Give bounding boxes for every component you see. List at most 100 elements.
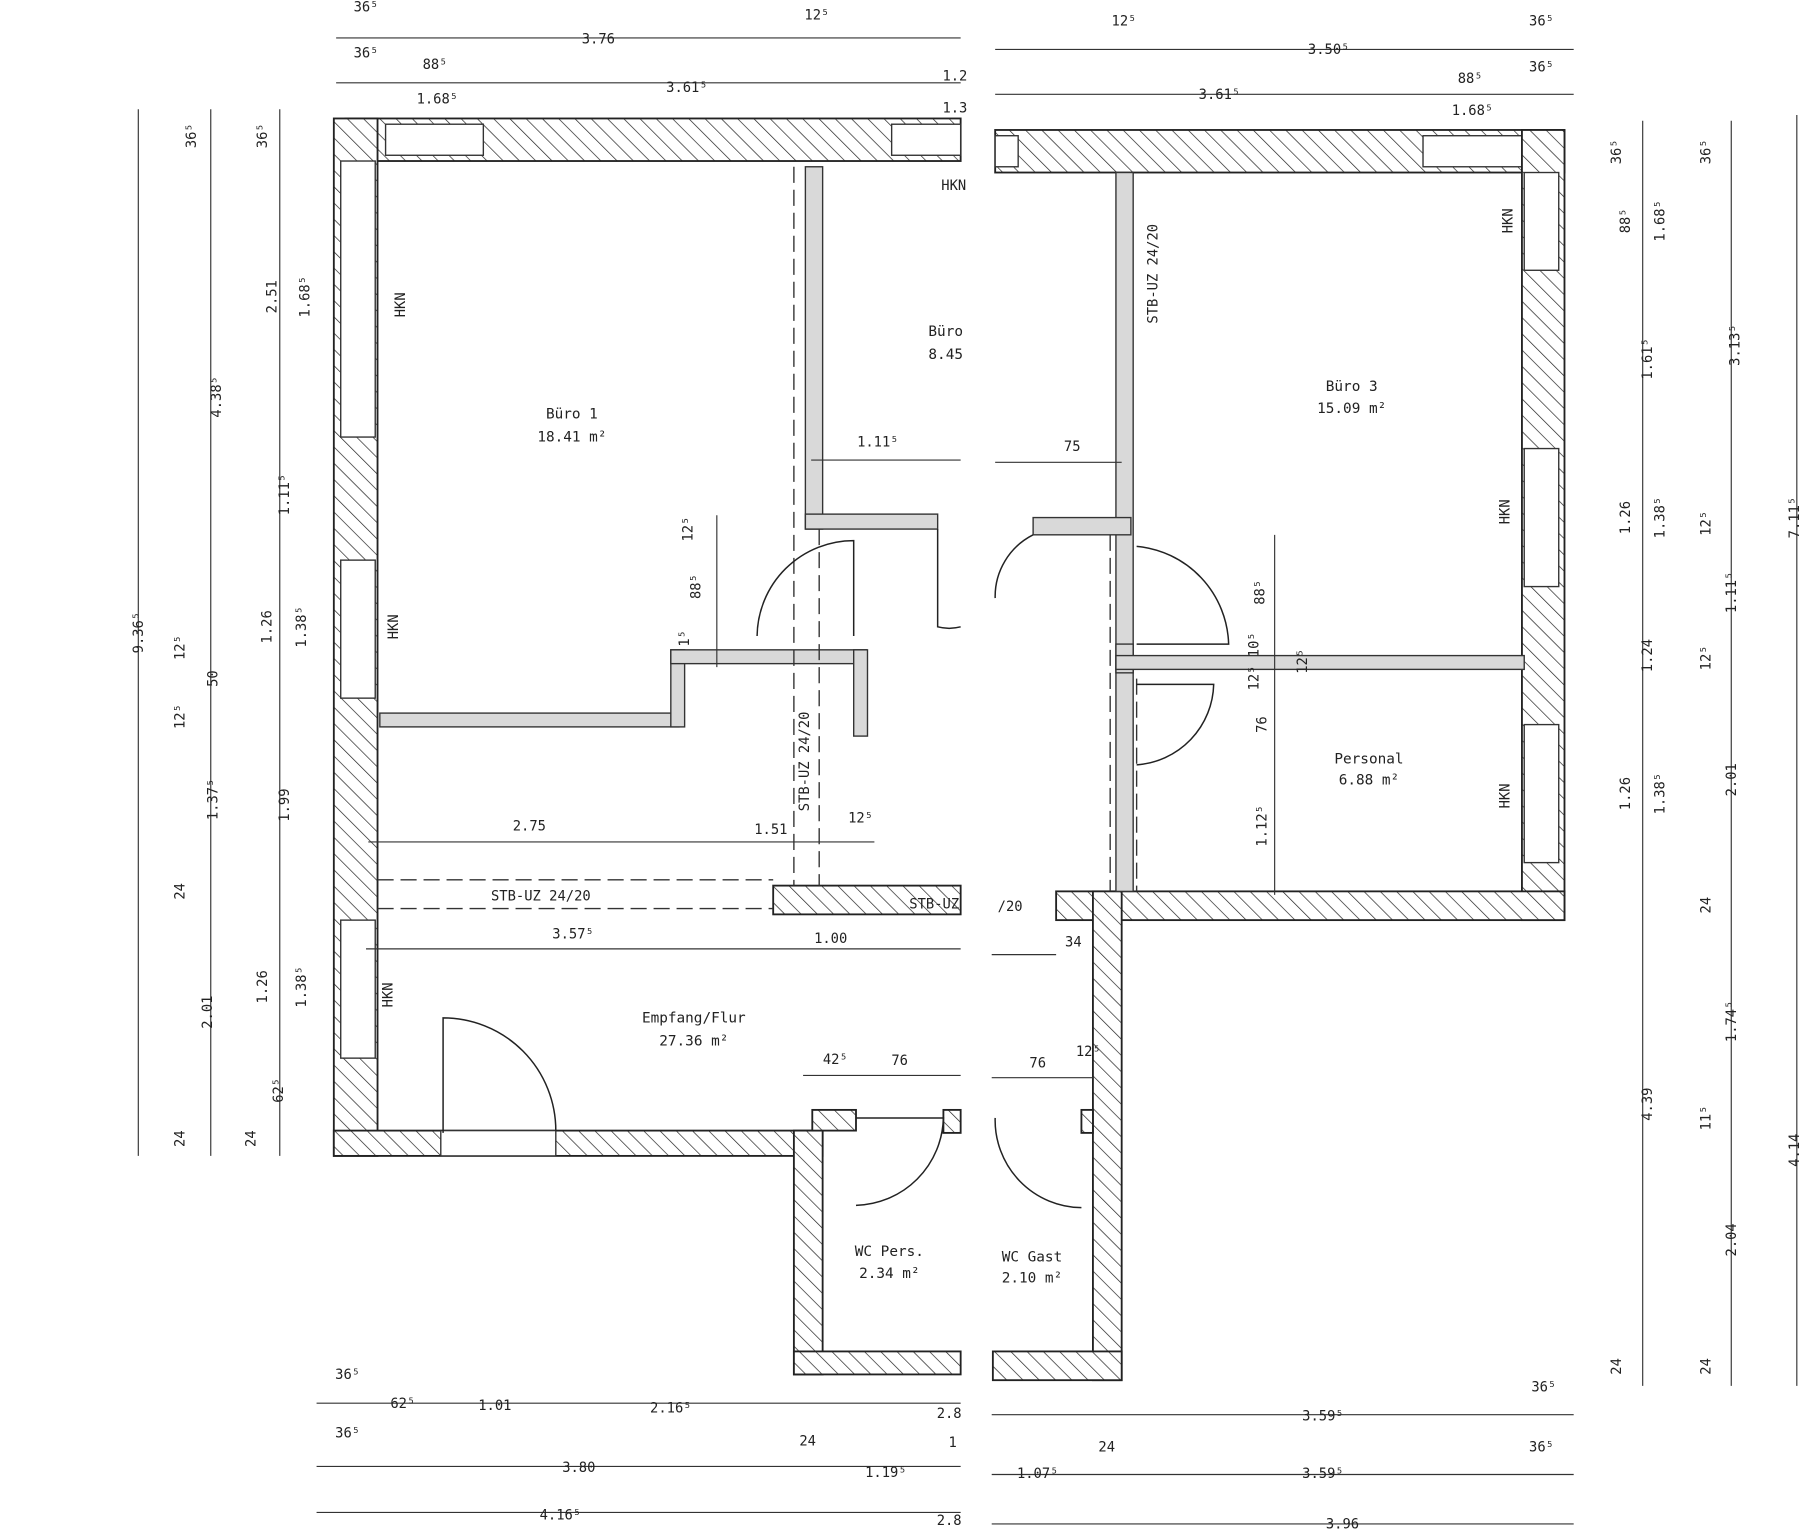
dimension-label: 1.26 <box>255 970 271 1003</box>
beam-label: STB-UZ 24/20 <box>1145 224 1161 324</box>
beam-label: STB-UZ 24/20 <box>797 712 813 812</box>
dimension-label: 1.2 <box>942 69 967 85</box>
room-area: 27.36 m² <box>659 1033 728 1049</box>
dimension-label: 50 <box>206 670 222 687</box>
window <box>1523 723 1560 864</box>
dimension-label: 1.68⁵ <box>1653 200 1669 242</box>
outer-walls <box>332 117 1566 1382</box>
dimension-label: 2.8 <box>937 1406 962 1422</box>
room-name: Personal <box>1334 752 1403 768</box>
beam-lines <box>377 166 1138 910</box>
dimension-label: 1.38⁵ <box>294 606 310 648</box>
dimension-label: 3.59⁵ <box>1302 1408 1344 1424</box>
beam-label: STB-UZ 24/20 <box>491 889 591 905</box>
dimension-label: 1.61⁵ <box>1640 338 1656 380</box>
dimension-label: 4.14 <box>1787 1134 1803 1167</box>
dimension-label: 36⁵ <box>1529 13 1554 29</box>
dimension-label: 1.12⁵ <box>1255 805 1271 847</box>
room-name: Büro 1 <box>546 407 598 423</box>
dimension-label: 76 <box>891 1053 908 1069</box>
dimension-label: 36⁵ <box>1609 139 1625 164</box>
dimension-label: 1⁵ <box>677 630 693 647</box>
dimension-label: 88⁵ <box>1618 208 1634 233</box>
dimension-label: 1.07⁵ <box>1017 1466 1059 1482</box>
dimension-label: 12⁵ 10⁵ <box>1247 632 1263 690</box>
dimension-label: 36⁵ <box>1529 1439 1554 1455</box>
dimension-label: 1.24 <box>1640 639 1656 672</box>
dimension-label: 24 <box>799 1434 816 1450</box>
dimension-label: 24 <box>1609 1358 1625 1375</box>
room-area: 15.09 m² <box>1317 401 1386 417</box>
window <box>1523 171 1560 271</box>
dimension-label: 3.13⁵ <box>1727 324 1743 366</box>
dimension-label: 1 <box>948 1435 956 1451</box>
dimension-label: 36⁵ <box>1529 59 1554 75</box>
dimension-label: 12⁵ <box>1699 511 1715 536</box>
dimension-label: 1.11⁵ <box>277 474 293 516</box>
dimension-label: 3.96 <box>1326 1517 1359 1532</box>
dimension-label: 36⁵ <box>335 1367 360 1383</box>
dimension-label: 1.11⁵ <box>1724 572 1740 614</box>
dimension-label: 7.11⁵ <box>1787 497 1803 539</box>
room-area: 8.45 <box>928 347 963 363</box>
room-area: 18.41 m² <box>537 430 606 446</box>
dimension-label: 42⁵ <box>823 1052 848 1068</box>
dimension-label: 1.38⁵ <box>1653 497 1669 539</box>
dimension-label: 2.01 <box>200 996 216 1029</box>
dimension-label: 24 <box>244 1130 260 1147</box>
room-name: Büro <box>928 324 963 340</box>
dimension-label: 1.68⁵ <box>298 276 314 318</box>
partition-walls <box>379 166 1525 893</box>
beam-label: /20 <box>998 899 1023 915</box>
dimension-label: 1.19⁵ <box>865 1465 907 1481</box>
dimension-label: 2.01 <box>1724 763 1740 796</box>
dimension-label: 36⁵ <box>255 123 271 148</box>
hkn-label: HKN <box>1501 208 1517 233</box>
dimension-label: 1.3 <box>942 101 967 117</box>
dimension-label: 3.80 <box>562 1460 595 1476</box>
dimension-label: 9.36⁵ <box>131 612 147 654</box>
window <box>1422 135 1525 168</box>
dimension-label: 76 <box>1255 716 1271 733</box>
dimension-label: 88⁵ <box>1458 71 1483 87</box>
dimension-label: 12⁵ <box>804 8 829 24</box>
dimension-label: 12⁵ <box>1112 13 1137 29</box>
dimension-label: 3.50⁵ <box>1308 42 1350 58</box>
dimension-label: 88⁵ <box>423 57 448 73</box>
window <box>340 919 376 1059</box>
vertical-dimensions: 9.36⁵36⁵4.38⁵12⁵5012⁵1.37⁵242.012436⁵2.5… <box>131 123 1803 1374</box>
window <box>384 123 485 156</box>
dimension-label: 36⁵ <box>354 46 379 62</box>
hkn-label: HKN <box>1497 783 1513 808</box>
dimension-label: 1.38⁵ <box>294 966 310 1008</box>
dimension-label: 1.26 <box>260 610 276 643</box>
dimension-label: 88⁵ <box>689 574 705 599</box>
dimension-label: 24 <box>1699 897 1715 914</box>
room-area: 6.88 m² <box>1339 772 1400 788</box>
dimension-label: 24 <box>1699 1358 1715 1375</box>
dimension-label: 36⁵ <box>335 1426 360 1442</box>
dimension-label: 1.68⁵ <box>1452 103 1494 119</box>
room-name: WC Gast <box>1002 1250 1063 1266</box>
dimension-label: 12⁵ <box>172 704 188 729</box>
dimension-label: 12⁵ <box>1295 649 1311 674</box>
dimension-lines <box>137 37 1798 1525</box>
dimension-label: 3.76 <box>582 32 615 48</box>
dimension-label: 4.38⁵ <box>209 376 225 418</box>
dimension-label: 2.16⁵ <box>650 1400 692 1416</box>
dimension-label: 2.04 <box>1724 1223 1740 1256</box>
hkn-label: HKN <box>1497 499 1513 524</box>
dimension-label: 12⁵ <box>848 810 873 826</box>
room-area: 2.34 m² <box>859 1266 920 1282</box>
beam-label: STB-UZ <box>909 897 959 913</box>
room-area: 2.10 m² <box>1002 1270 1063 1286</box>
dimension-label: 1.26 <box>1618 777 1634 810</box>
dimension-label: 34 <box>1065 935 1082 951</box>
dimension-label: 1.51 <box>754 822 787 838</box>
dimension-label: 1.74⁵ <box>1724 1001 1740 1043</box>
dimension-label: 76 <box>1029 1055 1046 1071</box>
doors <box>442 529 1230 1209</box>
window <box>1523 447 1560 588</box>
